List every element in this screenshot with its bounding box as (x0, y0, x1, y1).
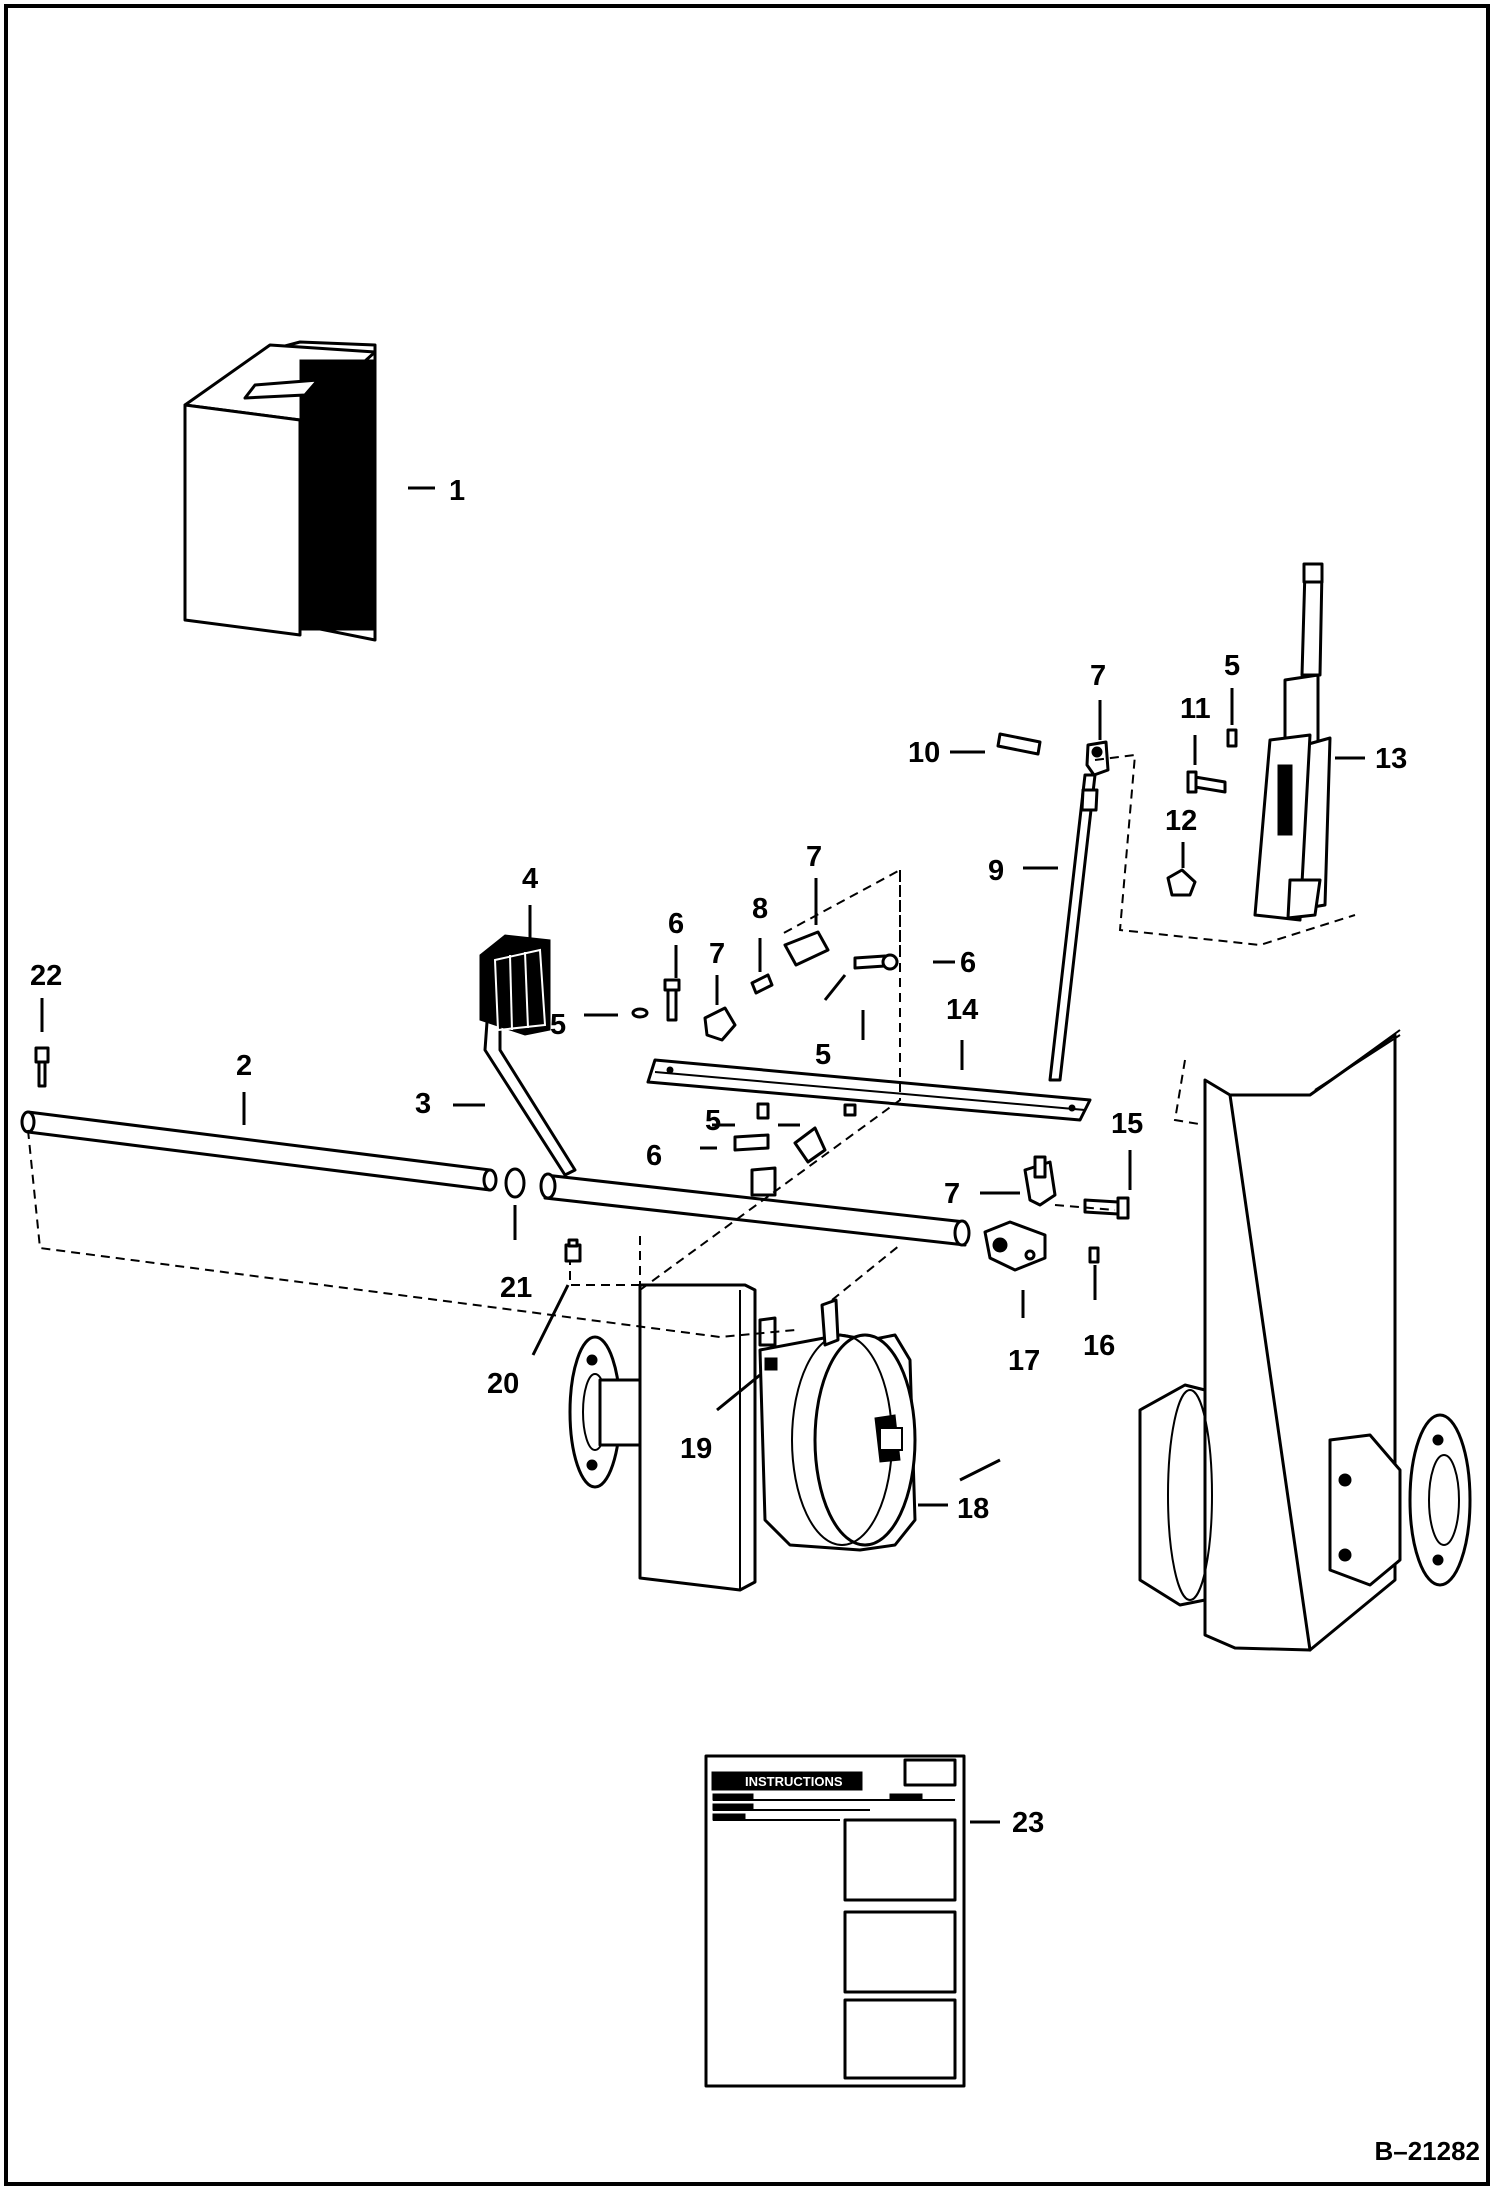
sheet-header-bar (711, 1771, 863, 1791)
callout-20: 20 (487, 1368, 519, 1400)
callout-6-a: 6 (668, 908, 684, 940)
callout-5-c: 5 (705, 1105, 721, 1137)
callout-6-c: 6 (646, 1140, 662, 1172)
callout-5-b: 5 (815, 1039, 831, 1071)
part-19-clip (758, 1298, 840, 1371)
part-14-plate (646, 1058, 1092, 1122)
callout-23: 23 (1012, 1807, 1044, 1839)
part-16-pin (1088, 1246, 1100, 1264)
part-22-bolt (34, 1046, 50, 1088)
callout-7-a: 7 (709, 938, 725, 970)
callout-7-d: 7 (944, 1178, 960, 1210)
callout-17: 17 (1008, 1345, 1040, 1377)
callout-22: 22 (30, 960, 62, 992)
right-housing (1138, 1029, 1472, 1652)
sheet-heading: INSTRUCTIONS (745, 1774, 843, 1789)
callout-11: 11 (1180, 693, 1211, 725)
part-20-nut (564, 1238, 582, 1263)
callout-4: 4 (522, 863, 538, 895)
callout-21: 21 (500, 1272, 532, 1304)
part-2-rod (20, 1110, 498, 1192)
callout-2: 2 (236, 1050, 252, 1082)
part-7-lower-clevis (1023, 1155, 1057, 1207)
left-gearbox (568, 1283, 757, 1592)
callout-3: 3 (415, 1088, 431, 1120)
part-17-bracket (983, 1220, 1047, 1272)
part-1-box (183, 340, 377, 642)
figure-reference-code: B–21282 (1374, 2136, 1480, 2166)
parts-11-12-hardware (1166, 728, 1238, 897)
callout-6-b: 6 (960, 947, 976, 979)
callout-5-d: 5 (1224, 650, 1240, 682)
part-4-pedal-pad (479, 934, 551, 1036)
part-13-latch (1253, 562, 1332, 922)
callout-labels: 1 2 3 4 5 5 5 5 6 6 6 7 7 7 7 8 9 10 11 … (30, 475, 1407, 1839)
callout-19: 19 (680, 1433, 712, 1465)
part-23-instruction-sheet: INSTRUCTIONS (704, 1754, 966, 2088)
callout-15: 15 (1111, 1108, 1143, 1140)
leader-lines (40, 486, 1365, 1824)
callout-9: 9 (988, 855, 1004, 887)
callout-13: 13 (1375, 743, 1407, 775)
assembly-dashed-lines (27, 753, 1356, 1339)
callout-1: 1 (449, 475, 465, 507)
hardware-pins-and-bolts (631, 930, 899, 1164)
callout-7-c: 7 (1090, 660, 1106, 692)
callout-12: 12 (1165, 805, 1197, 837)
callout-16: 16 (1083, 1330, 1115, 1362)
callout-7-b: 7 (806, 841, 822, 873)
part-9-rod (1048, 773, 1099, 1082)
callout-18: 18 (957, 1493, 989, 1525)
part-21-washer (504, 1167, 526, 1199)
part-18-motor (758, 1333, 917, 1552)
callout-5-a: 5 (550, 1009, 566, 1041)
part-10-pin (996, 732, 1042, 756)
callout-8: 8 (752, 893, 768, 925)
part-7-upper-clevis (1085, 740, 1110, 777)
callout-10: 10 (908, 737, 940, 769)
callout-14: 14 (946, 994, 978, 1026)
